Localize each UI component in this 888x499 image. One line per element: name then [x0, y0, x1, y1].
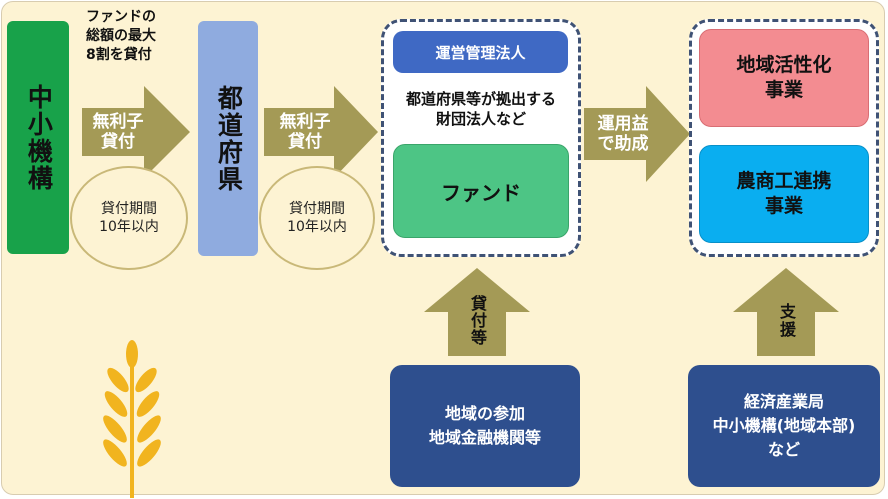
prefecture-label: 都道府県 [214, 84, 244, 193]
foundation-text: 都道府県等が拠出する 財団法人など [405, 89, 556, 128]
loan-period-2: 貸付期間 10年以内 [259, 166, 375, 270]
loan-arrow-1-label: 無利子 貸付 [92, 111, 144, 152]
up-arrow-loan-text: 貸付等 [468, 294, 487, 346]
fund-box: ファンド [393, 144, 569, 238]
loan-period-1: 貸付期間 10年以内 [70, 166, 188, 270]
smrj-box: 中小機構 [7, 21, 69, 254]
regional-project-box: 地域活性化 事業 [699, 29, 869, 127]
loan-arrow-2 [264, 86, 378, 178]
up-arrow-support-label: 支援 [771, 296, 801, 346]
wheat-icon [103, 340, 161, 498]
up-arrow-loan-label: 貸付等 [462, 290, 492, 350]
smrj-label: 中小機構 [24, 83, 54, 192]
prefecture-box: 都道府県 [198, 21, 258, 256]
loan-arrow-2-label: 無利子 貸付 [279, 111, 331, 152]
regional-finance-box: 地域の参加 地域金融機関等 [390, 365, 580, 487]
up-arrow-support-text: 支援 [777, 303, 796, 339]
up-arrow-loan [424, 268, 530, 356]
manager-box: 運営管理法人 [393, 31, 568, 73]
support-org-box: 経済産業局 中小機構(地域本部) など [688, 365, 880, 487]
loan-arrow-1 [82, 86, 190, 178]
agri-commerce-project-box: 農商工連携 事業 [699, 145, 869, 243]
up-arrow-support [733, 268, 839, 356]
fund-note: ファンドの 総額の最大 8割を貸付 [86, 9, 156, 63]
operating-arrow-label: 運用益 で助成 [597, 113, 649, 154]
operating-arrow [584, 86, 690, 182]
